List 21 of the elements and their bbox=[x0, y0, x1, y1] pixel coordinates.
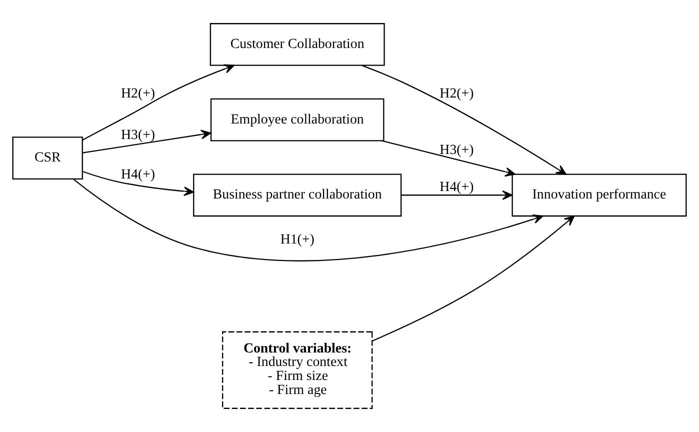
arrow bbox=[73, 178, 544, 262]
arrow bbox=[82, 64, 234, 140]
edge-label: H1(+) bbox=[280, 232, 314, 248]
arrow bbox=[372, 216, 575, 342]
node-box: Employee collaboration bbox=[210, 98, 384, 142]
node-box: CSR bbox=[12, 136, 83, 180]
edge-label: H4(+) bbox=[440, 180, 474, 196]
node-box: Customer Collaboration bbox=[210, 23, 385, 66]
edge-label: H2(+) bbox=[440, 86, 474, 102]
arrow bbox=[362, 64, 566, 175]
node-box: Control variables: - Industry context - Firm size - Firm age bbox=[222, 331, 373, 409]
arrow bbox=[381, 140, 516, 177]
node-box: Innovation performance bbox=[512, 174, 687, 217]
arrow bbox=[401, 190, 513, 200]
arrow bbox=[82, 170, 194, 196]
edge-label: H4(+) bbox=[120, 167, 156, 182]
edge-label: H3(+) bbox=[440, 143, 474, 158]
arrow bbox=[82, 130, 212, 154]
edge-label: H2(+) bbox=[120, 86, 156, 102]
node-box: Business partner collaboration bbox=[193, 174, 402, 217]
edge-label: H3(+) bbox=[120, 128, 156, 144]
